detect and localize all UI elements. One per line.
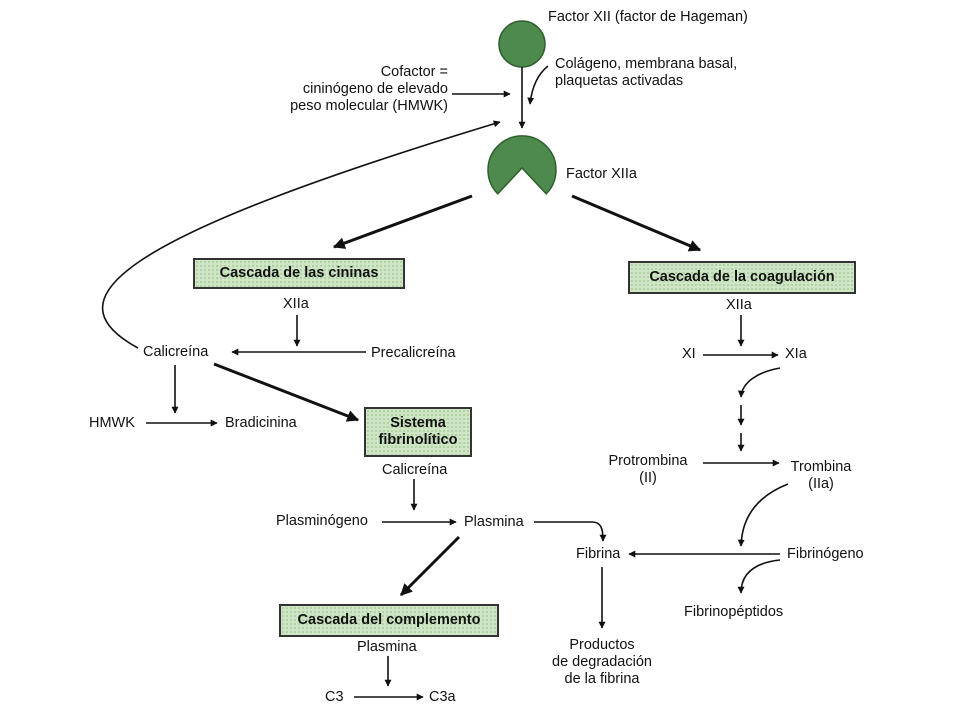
- label-xiia-right: XIIa: [726, 297, 752, 313]
- factor-xiia-shape: [487, 135, 557, 195]
- box-cascada-cininas: Cascada de las cininas: [193, 258, 405, 289]
- arrow-colageno: [527, 65, 549, 105]
- label-c3a: C3a: [429, 689, 456, 705]
- arrow-xia-curve: [737, 367, 781, 398]
- arrow-xiia-to-cininas: [332, 194, 473, 249]
- box-cascada-complemento: Cascada del complemento: [279, 604, 499, 637]
- label-xia: XIa: [785, 346, 807, 362]
- label-colageno: Colágeno, membrana basal, plaquetas acti…: [555, 56, 738, 89]
- arrow-xiia-to-coagulacion: [571, 194, 702, 252]
- label-productos: Productos de degradación de la fibrina: [552, 637, 652, 687]
- label-xi: XI: [682, 346, 696, 362]
- label-trombina: Trombina (IIa): [790, 459, 852, 492]
- label-bradicinina: Bradicinina: [225, 415, 297, 431]
- label-cofactor: Cofactor = cininógeno de elevado peso mo…: [290, 64, 448, 114]
- label-protrombina: Protrombina (II): [608, 453, 688, 486]
- factor-xii-circle: [498, 20, 546, 68]
- label-precalicreina: Precalicreína: [371, 345, 456, 361]
- arrow-trombina-curve: [737, 483, 789, 547]
- label-fibrinopeptidos: Fibrinopéptidos: [684, 604, 784, 620]
- arrow-calicreina-fibrinolitico: [213, 362, 360, 422]
- arrow-plasmina-complemento: [399, 535, 461, 597]
- label-c3: C3: [325, 689, 344, 705]
- label-plasmina: Plasmina: [464, 514, 524, 530]
- label-plasmina-2: Plasmina: [357, 639, 417, 655]
- arrow-feedback-loop: [101, 120, 501, 349]
- label-xiia-left: XIIa: [283, 296, 309, 312]
- label-fibrina: Fibrina: [576, 546, 621, 562]
- label-hmwk: HMWK: [89, 415, 135, 431]
- label-plasminogeno: Plasminógeno: [276, 513, 368, 529]
- arrow-plasmina-fibrina: [534, 521, 607, 542]
- label-calicreina: Calicreína: [143, 344, 209, 360]
- arrow-fibrinopeptidos-curve: [737, 559, 781, 594]
- label-fibrinogeno: Fibrinógeno: [787, 546, 864, 562]
- box-sistema-fibrinolitico: Sistema fibrinolítico: [364, 407, 472, 457]
- box-cascada-coagulacion: Cascada de la coagulación: [628, 261, 856, 294]
- label-factor-xiia: Factor XIIa: [566, 166, 637, 182]
- label-factor-xii: Factor XII (factor de Hageman): [548, 9, 748, 25]
- label-calicreina-2: Calicreína: [382, 462, 448, 478]
